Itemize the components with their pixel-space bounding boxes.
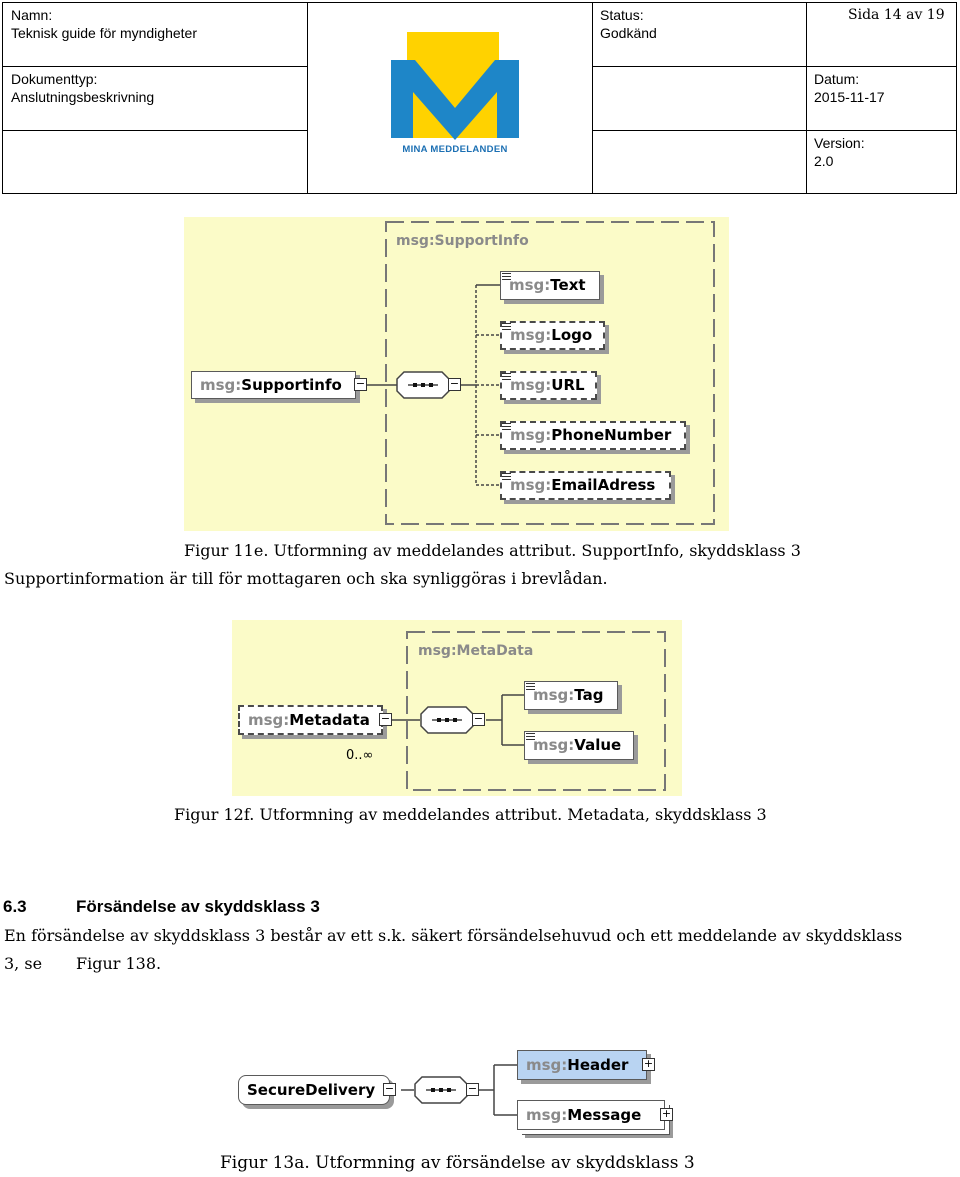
section-paragraph-line1: En försändelse av skyddsklass 3 består a… <box>4 926 903 945</box>
sequence-icon <box>396 371 450 399</box>
element-prefix: msg: <box>533 686 575 704</box>
date-value: 2015-11-17 <box>814 89 885 105</box>
doctype-value: Anslutningsbeskrivning <box>11 89 155 105</box>
element-prefix: msg: <box>510 376 552 394</box>
name-cell: Namn: Teknisk guide för myndigheter <box>3 3 307 42</box>
child-element-tag: msg:Tag <box>524 681 618 710</box>
child-element-phonenumber: msg:PhoneNumber <box>500 421 686 450</box>
figure-caption-11e: Figur 11e. Utformning av meddelandes att… <box>184 541 801 560</box>
element-doc-icon <box>502 323 511 331</box>
child-element-url: msg:URL <box>500 371 597 400</box>
collapse-icon[interactable]: − <box>379 712 392 726</box>
logo-text: MINA MEDDELANDEN <box>402 144 508 155</box>
status-value: Godkänd <box>600 25 657 41</box>
element-prefix: msg: <box>248 711 290 729</box>
element-prefix: msg: <box>509 276 551 294</box>
name-label: Namn: <box>11 7 53 23</box>
doctype-label: Dokumenttyp: <box>11 71 98 87</box>
element-doc-icon <box>526 683 535 691</box>
sequence-icon <box>414 1076 468 1104</box>
securedelivery-root-element: SecureDelivery <box>238 1075 390 1105</box>
element-name: Message <box>567 1106 642 1124</box>
version-value: 2.0 <box>814 153 834 169</box>
element-doc-icon <box>502 273 511 281</box>
expand-icon[interactable]: + <box>660 1107 673 1121</box>
paragraph-supportinfo: Supportinformation är till för mottagare… <box>4 569 608 588</box>
element-prefix: msg: <box>510 476 552 494</box>
child-element-message: msg:Message <box>517 1100 665 1130</box>
metadata-diagram: msg:MetaData msg:Metadata − 0..∞ − msg:T… <box>232 620 682 796</box>
child-element-text: msg:Text <box>500 271 600 300</box>
doctype-cell: Dokumenttyp: Anslutningsbeskrivning <box>3 67 307 106</box>
name-value: Teknisk guide för myndigheter <box>11 25 197 41</box>
element-prefix: msg: <box>510 326 552 344</box>
element-name: SecureDelivery <box>247 1081 376 1099</box>
element-name: EmailAdress <box>551 476 656 494</box>
child-element-header: msg:Header <box>517 1050 647 1080</box>
element-prefix: msg: <box>533 736 575 754</box>
element-doc-icon <box>526 733 535 741</box>
child-element-logo: msg:Logo <box>500 321 605 350</box>
page-number: Sida 14 av 19 <box>848 7 945 23</box>
collapse-icon[interactable]: − <box>472 712 485 726</box>
document-header: Namn: Teknisk guide för myndigheter Stat… <box>2 2 957 194</box>
element-doc-icon <box>502 423 511 431</box>
element-name: Value <box>574 736 622 754</box>
expand-icon[interactable]: + <box>642 1057 655 1071</box>
supportinfo-diagram: msg:SupportInfo msg:Supportinfo − − msg:… <box>184 217 729 531</box>
element-name: Text <box>550 276 586 294</box>
metadata-group-title: msg:MetaData <box>418 643 534 659</box>
child-element-emailadress: msg:EmailAdress <box>500 471 671 500</box>
figure-caption-12f: Figur 12f. Utformning av meddelandes att… <box>174 805 767 824</box>
status-label: Status: <box>600 7 644 23</box>
collapse-icon[interactable]: − <box>383 1082 396 1096</box>
element-name: URL <box>551 376 585 394</box>
element-name: Tag <box>574 686 604 704</box>
collapse-icon[interactable]: − <box>466 1082 479 1096</box>
element-name: Header <box>567 1056 629 1074</box>
supportinfo-root-element: msg:Supportinfo <box>191 371 356 399</box>
section-paragraph-line2: 3, se <box>4 954 43 973</box>
element-doc-icon <box>502 373 511 381</box>
date-label: Datum: <box>814 71 860 87</box>
section-number: 6.3 <box>3 897 27 916</box>
metadata-root-element: msg:Metadata <box>238 705 383 735</box>
element-doc-icon <box>502 473 511 481</box>
collapse-icon[interactable]: − <box>354 377 367 391</box>
mina-meddelanden-logo: MINA MEDDELANDEN <box>385 22 525 162</box>
cardinality-label: 0..∞ <box>346 748 374 763</box>
element-name: Logo <box>551 326 593 344</box>
figure-reference-link[interactable]: Figur 138. <box>76 954 162 973</box>
element-name: Supportinfo <box>241 376 342 394</box>
element-name: Metadata <box>289 711 370 729</box>
figure-caption-13a: Figur 13a. Utformning av försändelse av … <box>220 1153 695 1173</box>
element-prefix: msg: <box>526 1106 568 1124</box>
element-prefix: msg: <box>510 426 552 444</box>
date-cell: Datum: 2015-11-17 <box>806 67 956 106</box>
element-prefix: msg: <box>200 376 242 394</box>
section-title: Försändelse av skyddsklass 3 <box>76 897 320 916</box>
status-cell: Status: Godkänd <box>592 3 806 42</box>
securedelivery-diagram: SecureDelivery − − msg:Header + msg:Mess… <box>236 1045 686 1145</box>
collapse-icon[interactable]: − <box>448 377 461 391</box>
element-name: PhoneNumber <box>551 426 672 444</box>
sequence-icon <box>420 706 474 734</box>
child-element-value: msg:Value <box>524 731 634 760</box>
element-prefix: msg: <box>526 1056 568 1074</box>
supportinfo-group-title: msg:SupportInfo <box>396 233 529 249</box>
version-cell: Version: 2.0 <box>806 131 956 170</box>
version-label: Version: <box>814 135 865 151</box>
